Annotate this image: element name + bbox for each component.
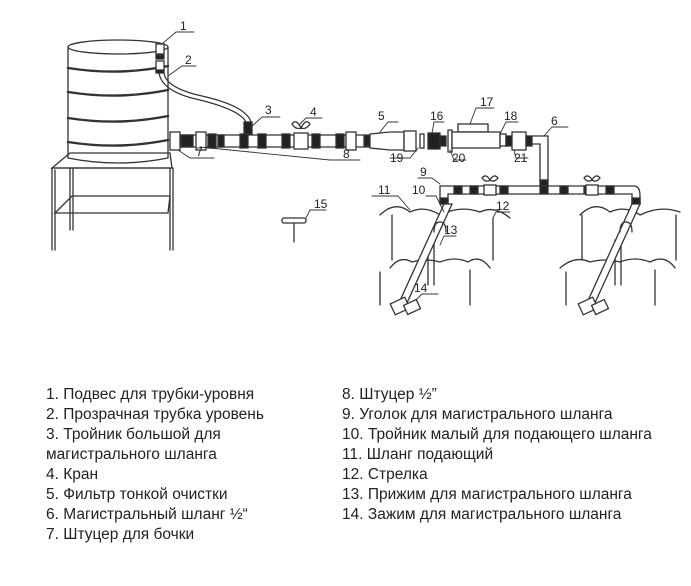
- stake-spare: [281, 217, 307, 243]
- distribution-line: [439, 175, 641, 205]
- callout-12: 12: [496, 199, 510, 213]
- legend-item: 13. Прижим для магистрального шланга: [342, 486, 632, 503]
- callout-leaders: [161, 31, 569, 301]
- legend-item: 6. Магистральный шланг ½“: [46, 506, 248, 523]
- callout-3: 3: [265, 103, 272, 117]
- legend-item: 2. Прозрачная трубка уровень: [46, 406, 264, 423]
- drip-cluster-left: [379, 203, 511, 316]
- drip-cluster-right: [559, 203, 681, 316]
- callout-17: 17: [480, 95, 494, 109]
- legend-left: 1. Подвес для трубки-уровня 2. Прозрачна…: [46, 385, 336, 545]
- barrel: [66, 39, 170, 164]
- callout-20: 20: [452, 151, 466, 165]
- callout-8: 8: [343, 147, 350, 161]
- legend-item: 14. Зажим для магистрального шланга: [342, 506, 622, 523]
- irrigation-diagram: 1 2 3 4 5 6 7 8 9 10 11 12 13 14 15 16 1…: [50, 19, 681, 316]
- legend-item: 10. Тройник малый для подающего шланга: [342, 426, 652, 443]
- callout-19: 19: [390, 151, 404, 165]
- callout-18: 18: [504, 109, 518, 123]
- level-tube-holder: [155, 43, 165, 74]
- callout-13: 13: [444, 223, 458, 237]
- legend-item: 12. Стрелка: [342, 466, 428, 483]
- legend-item: 5. Фильтр тонкой очистки: [46, 486, 228, 503]
- callout-14: 14: [414, 281, 428, 295]
- callout-10: 10: [412, 183, 426, 197]
- legend-item: 3. Тройник большой для магистрального шл…: [46, 426, 221, 463]
- callout-labels: 1 2 3 4 5 6 7 8 9 10 11 12 13 14 15 16 1…: [180, 19, 558, 295]
- legend-item: 8. Штуцер ½”: [342, 386, 437, 403]
- legend-item: 4. Кран: [46, 466, 99, 483]
- legend-right: 8. Штуцер ½” 9. Уголок для магистральног…: [342, 385, 682, 525]
- callout-11: 11: [378, 183, 391, 197]
- callout-15: 15: [314, 197, 328, 211]
- level-tube: [158, 72, 247, 123]
- callout-5: 5: [378, 109, 385, 123]
- legend-item: 11. Шланг подающий: [342, 446, 494, 463]
- legend-item: 1. Подвес для трубки-уровня: [46, 386, 255, 403]
- main-hose-elbow: [531, 135, 549, 181]
- callout-16: 16: [430, 109, 444, 123]
- legend-item: 9. Уголок для магистрального шланга: [342, 406, 613, 423]
- callout-9: 9: [420, 165, 427, 179]
- callout-6: 6: [551, 114, 558, 128]
- barrel-stand: [50, 152, 174, 251]
- callout-21: 21: [514, 151, 528, 165]
- callout-7: 7: [196, 145, 203, 159]
- callout-1: 1: [180, 19, 187, 33]
- legend-item: 7. Штуцер для бочки: [46, 526, 195, 543]
- callout-2: 2: [185, 53, 192, 67]
- callout-4: 4: [310, 105, 317, 119]
- main-line: [169, 121, 533, 153]
